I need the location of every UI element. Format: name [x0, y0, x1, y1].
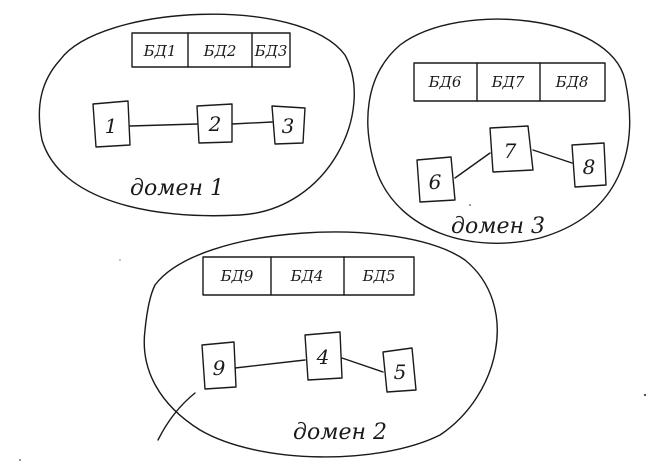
domain-1-db-1: БД1 — [143, 42, 177, 60]
domain-2-node-9: 9 — [213, 356, 226, 380]
domain-3-db-3: БД8 — [555, 73, 589, 91]
stray-mark-4 — [119, 259, 121, 261]
domain-2-node-5-box — [382, 347, 417, 393]
domain-1-node-1: 1 — [105, 114, 118, 138]
domain-1-node-3: 3 — [282, 114, 295, 138]
domain-1-node-3-box — [271, 105, 306, 145]
domain-2-node-9-box — [201, 341, 237, 390]
domain-3-group: БД6 БД7 БД8 6 7 8 домен 3 — [367, 18, 631, 244]
domain-2-node-4-box — [304, 331, 343, 381]
domain-2-db-2: БД4 — [290, 267, 324, 285]
domain-3-node-6-box — [416, 156, 456, 203]
domain-2-link-9-4 — [234, 359, 306, 369]
domain-3-db-1: БД6 — [428, 73, 462, 91]
domain-3-node-6: 6 — [429, 170, 442, 194]
domain-2-label: домен 2 — [293, 420, 387, 445]
domain-1-group: БД1 БД2 БД3 1 2 3 домен 1 — [38, 13, 355, 217]
domain-1-db-strip — [131, 32, 291, 68]
domain-3-link-6-7 — [454, 152, 491, 179]
domain-3-link-7-8 — [532, 149, 573, 164]
domain-2-db-strip — [202, 256, 415, 296]
domain-1-db-2: БД2 — [203, 42, 237, 60]
domain-2-group: БД9 БД4 БД5 9 4 5 домен 2 — [143, 231, 498, 458]
domain-2-node-5: 5 — [394, 360, 407, 384]
domain-1-db-3: БД3 — [254, 42, 288, 60]
domain-3-node-7: 7 — [504, 139, 517, 163]
stray-mark-1 — [643, 393, 647, 397]
stray-mark-3 — [19, 459, 21, 461]
domain-2-boundary — [143, 231, 498, 458]
domain-3-db-strip — [413, 62, 606, 102]
domain-1-boundary — [38, 13, 355, 217]
domain-2-node-4: 4 — [316, 345, 330, 369]
domain-1-link-2-3 — [231, 121, 273, 125]
domain-3-node-8-box — [571, 142, 607, 188]
domain-1-node-2-box — [196, 103, 233, 144]
domain-3-node-8: 8 — [583, 155, 596, 179]
domain-2-db-3: БД5 — [362, 267, 396, 285]
stray-mark-2 — [469, 204, 471, 206]
domain-3-db-2: БД7 — [491, 73, 525, 91]
domain-1-node-1-box — [92, 100, 131, 148]
domain-1-label: домен 1 — [130, 176, 224, 201]
domain-3-boundary — [367, 18, 631, 244]
domain-2-boundary-tail — [157, 392, 196, 441]
domain-1-link-1-2 — [129, 123, 198, 127]
domain-2-db-1: БД9 — [220, 267, 254, 285]
domain-3-node-7-box — [489, 125, 534, 173]
domain-3-label: домен 3 — [451, 214, 545, 239]
domain-1-node-2: 2 — [208, 112, 222, 136]
domain-2-link-4-5 — [341, 357, 384, 373]
